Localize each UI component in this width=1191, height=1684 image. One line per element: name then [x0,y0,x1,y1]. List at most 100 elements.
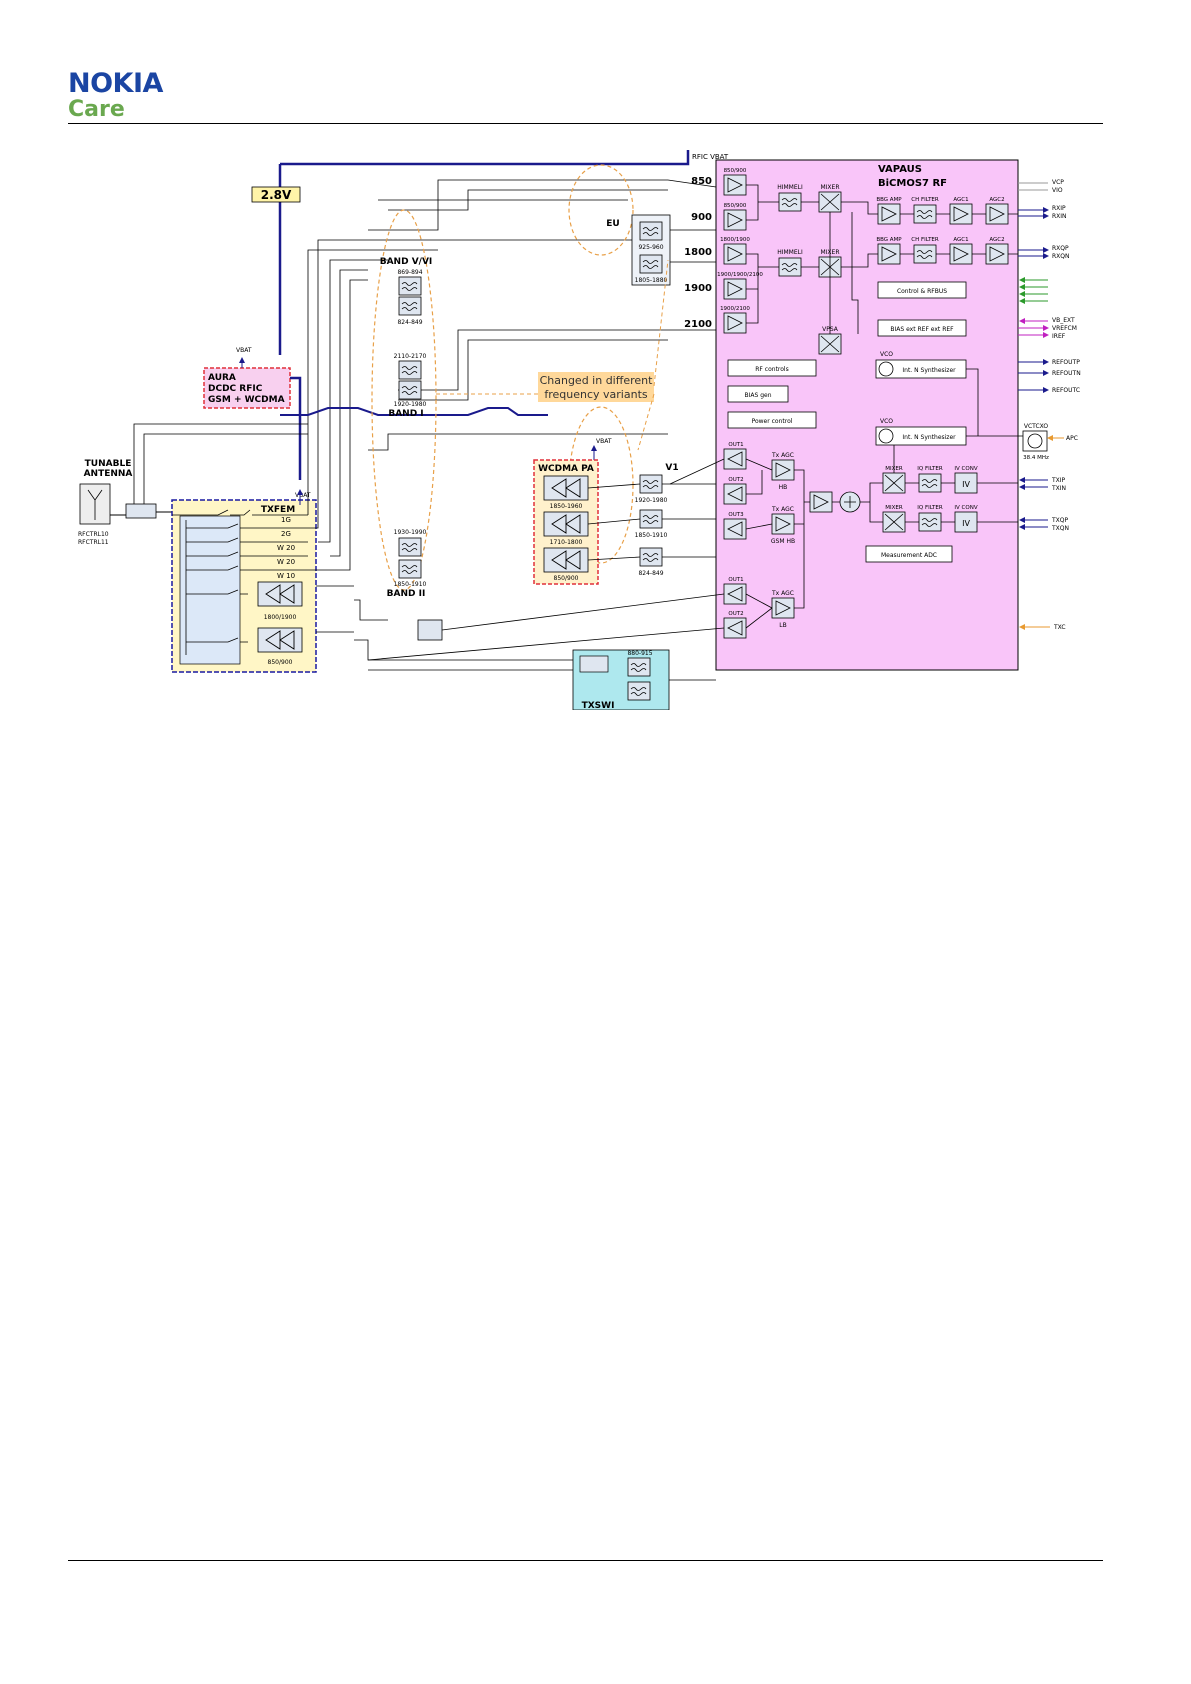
pin-txqn: TXQN [1051,525,1069,532]
txfem-port-2g: 2G [281,530,291,538]
iq-filter-label-i: IQ FILTER [917,466,943,472]
out3-label: OUT3 [728,512,744,518]
pin-apc: APC [1066,435,1078,442]
bicmos-title: BiCMOS7 RF [878,178,947,189]
measurement-adc-label: Measurement ADC [881,552,937,559]
iv-conv-label-i: IV CONV [954,466,977,472]
band-ii-rx-filter [398,537,422,557]
mixer-label-1: MIXER [820,184,839,191]
txswi-filter-b [627,681,651,701]
rfctrl11-label: RFCTRL11 [78,539,109,546]
pin-vrefcm: VREFCM [1052,325,1077,332]
pin-refoutn: REFOUTN [1052,370,1081,377]
control-rfbus-block [877,281,967,299]
v1-freq-1920: 1920-1980 [635,497,668,504]
band-i-label: BAND I [388,409,423,419]
tx-out2-amp [723,483,747,505]
svg-text:RFIC VBAT: RFIC VBAT [692,153,729,161]
iv-q-label: IV [962,519,970,528]
vctcxo-freq-label: 38.4 MHz [1023,455,1049,461]
band-vvi-rx-filter [398,276,422,296]
header-rule [68,123,1103,124]
ch-filter-label-1: CH FILTER [911,197,939,203]
tx-mixer-label-q: MIXER [885,505,903,511]
himmeli-label-2: HIMMELI [777,249,803,256]
txfem-pa-lowband [257,627,303,653]
tx-agc-hb-sub: HB [779,484,788,491]
svg-text:AURA: AURA [208,373,236,383]
band-vvi-freq-tx: 824-849 [397,319,422,326]
bias-gen-label: BIAS gen [744,392,771,399]
bbg-amp-i [877,203,901,225]
vco-icon [878,361,894,377]
iq-filter-label-q: IQ FILTER [917,505,943,511]
eu-filter-1800 [639,254,663,274]
v1-filter-1920 [639,474,663,494]
v1-filter-1850 [639,509,663,529]
lna-2100 [723,312,747,334]
out1-label: OUT1 [728,442,743,448]
rf-controls-label: RF controls [755,366,788,373]
vapaus-title: VAPAUS [878,164,922,175]
band-ii-tx-filter [398,559,422,579]
txfem-port-w10: W 10 [277,572,295,580]
vpsa-block [818,333,842,355]
pin-iref: IREF [1052,333,1066,340]
txfem-vbat-label: VBAT [295,492,311,499]
vctcxo-label: VCTCXO [1024,423,1049,430]
eu-filter-900 [639,221,663,241]
freq-label-2100: 2100 [684,319,712,330]
vpsa-label: VPSA [822,326,839,333]
power-control-label: Power control [752,418,793,425]
antenna-coupler [125,503,157,519]
tx-agc-gsmhb-label: Tx AGC [771,506,794,513]
pin-rxip: RXIP [1052,205,1066,212]
wcdma-pa-1900 [543,475,589,501]
band-vvi-label: BAND V/VI [380,257,433,267]
iv-conv-label-q: IV CONV [954,505,977,511]
tx-agc-lb-label: Tx AGC [771,590,794,597]
ch-filter-q [913,244,937,264]
txfem-title: TXFEM [261,505,295,515]
pin-vio: VIO [1052,187,1063,194]
eu-freq-1800: 1805-1880 [635,277,668,284]
txfem-pa-lb-label: 850/900 [268,659,293,666]
rf-controls-block [727,359,817,377]
iv-i-label: IV [962,480,970,489]
pin-txc: TXC [1053,624,1066,631]
tx-out3-amp [723,518,747,540]
logo-subbrand: Care [68,97,125,122]
antenna-label-1: TUNABLE [85,459,132,469]
v1-freq-824: 824-849 [638,570,663,577]
vco-label-1: VCO [880,351,893,358]
band-i-tx-filter [398,380,422,400]
rx-mixer-1 [818,191,842,213]
aura-line-2: DCDC RFIC [208,384,263,394]
eu-label: EU [606,219,619,229]
txfem-pa-hb-label: 1800/1900 [264,614,297,621]
wcdma-pa-850-label: 850/900 [554,575,579,582]
antenna-label-2: ANTENNA [84,469,133,479]
txswi-title: TXSWI [582,701,615,710]
txswi-freq-label: 880-915 [627,650,652,657]
pin-vcp: VCP [1052,179,1064,186]
svg-text:DCDC RFIC: DCDC RFIC [208,384,263,394]
bias-ref-label: BIAS ext REF ext REF [890,326,954,333]
power-control-block [727,411,817,429]
out2-label: OUT2 [728,477,743,483]
agc2-label-2: AGC2 [989,237,1004,243]
wcdma-pa-850 [543,547,589,573]
pin-refoutp: REFOUTP [1052,359,1080,366]
lna-900 [723,209,747,231]
wcdma-pa-1700-label: 1710-1800 [550,539,583,546]
pin-rxin: RXIN [1052,213,1067,220]
pin-refoutc: REFOUTC [1052,387,1080,394]
lna-1800 [723,243,747,265]
agc2-q [985,243,1009,265]
txfem-port-1g: 1G [281,516,291,524]
band-ii-freq-tx: 1850-1910 [394,581,427,588]
diplexer-block [417,619,443,641]
agc2-label-1: AGC2 [989,197,1004,203]
freq-label-1900: 1900 [684,283,712,294]
eu-freq-900: 925-960 [638,244,663,251]
